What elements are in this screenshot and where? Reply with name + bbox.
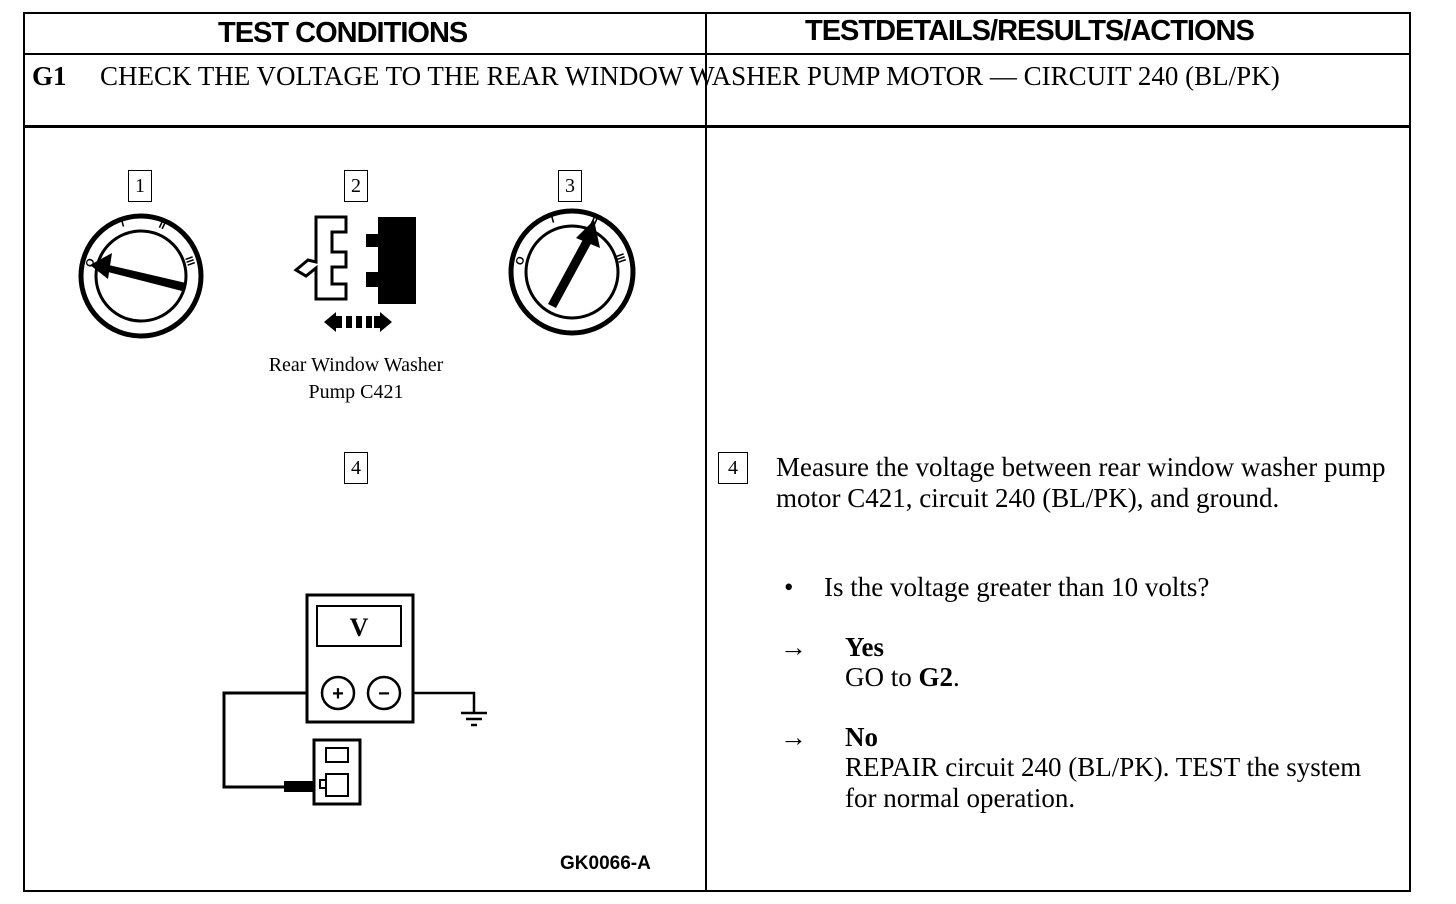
detail-step-box-4: 4 bbox=[718, 452, 748, 484]
meter-minus-terminal: − bbox=[378, 683, 390, 705]
connector-disconnect-icon bbox=[293, 215, 416, 332]
switch-label-1: I bbox=[120, 218, 126, 230]
step-title: CHECK THE VOLTAGE TO THE REAR WINDOW WAS… bbox=[100, 61, 1280, 91]
figure-id: GK0066-A bbox=[560, 853, 651, 874]
step-box-3: 3 bbox=[558, 170, 582, 202]
connector-caption-line2: Pump C421 bbox=[308, 381, 404, 403]
test-details-heading: TESTDETAILS/RESULTS/ACTIONS bbox=[805, 15, 1255, 47]
test-table bbox=[23, 12, 1411, 892]
yes-action-suffix: . bbox=[953, 662, 960, 692]
connector-caption-line1: Rear Window Washer bbox=[268, 354, 444, 376]
column-divider bbox=[705, 12, 707, 892]
no-arrow: → bbox=[780, 722, 807, 752]
voltmeter-diagram: V + − bbox=[222, 593, 487, 806]
yes-action-target: G2 bbox=[918, 662, 954, 692]
yes-label: Yes bbox=[845, 632, 884, 662]
yes-action: GO to G2. bbox=[845, 662, 960, 693]
connector-caption: Rear Window Washer Pump C421 bbox=[236, 352, 476, 406]
switch-label-3: III bbox=[613, 252, 627, 265]
switch-label-3: III bbox=[182, 255, 196, 268]
question-text: Is the voltage greater than 10 volts? bbox=[824, 572, 1210, 602]
header-divider bbox=[23, 53, 1411, 55]
meter-plus-terminal: + bbox=[332, 683, 344, 705]
question-bullet: • bbox=[784, 572, 794, 602]
ignition-switch-run-icon: O I II III bbox=[508, 208, 636, 336]
step-box-1: 1 bbox=[128, 170, 152, 202]
ignition-switch-off-icon: O I II III bbox=[78, 213, 204, 339]
step-box-2: 2 bbox=[344, 170, 368, 202]
yes-arrow: → bbox=[780, 632, 807, 662]
meter-display-symbol: V bbox=[350, 613, 369, 642]
switch-label-1: I bbox=[550, 214, 556, 226]
no-label: No bbox=[845, 722, 878, 752]
switch-label-2: II bbox=[157, 219, 168, 232]
instruction-text: Measure the voltage between rear window … bbox=[776, 452, 1386, 513]
yes-action-prefix: GO to bbox=[845, 662, 919, 692]
step-box-4: 4 bbox=[344, 452, 368, 484]
test-conditions-heading: TEST CONDITIONS bbox=[218, 17, 468, 49]
title-divider bbox=[23, 125, 1411, 128]
step-number: G1 bbox=[32, 61, 67, 91]
no-action: REPAIR circuit 240 (BL/PK). TEST the sys… bbox=[845, 752, 1362, 813]
